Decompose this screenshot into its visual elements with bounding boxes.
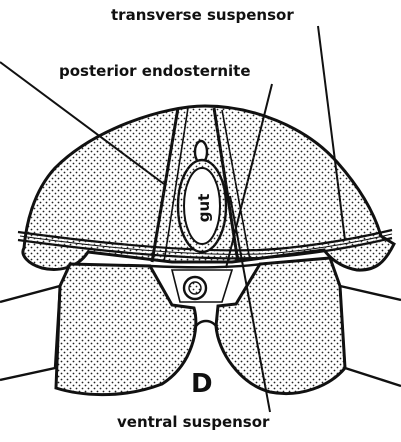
outer-cuticle-right	[340, 286, 401, 386]
endosternite-bar	[150, 264, 262, 267]
panel-letter: D	[191, 369, 213, 399]
label-transverse-suspensor: transverse suspensor	[111, 8, 294, 23]
label-ventral-suspensor: ventral suspensor	[117, 415, 269, 430]
lower-right-block	[216, 258, 345, 394]
outer-cuticle-left	[0, 286, 60, 380]
ventral-notch	[194, 321, 218, 330]
label-posterior-endosternite: posterior endosternite	[59, 64, 251, 79]
gut-label: gut	[195, 194, 213, 223]
